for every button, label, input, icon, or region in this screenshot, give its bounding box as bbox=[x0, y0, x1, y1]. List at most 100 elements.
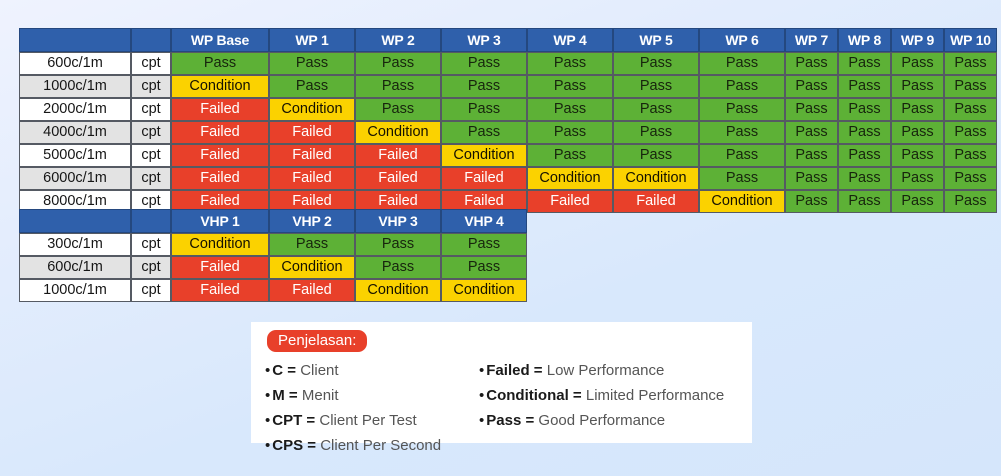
wp-status-cell-pass: Pass bbox=[527, 144, 613, 167]
wp-column-header: WP Base bbox=[171, 28, 269, 52]
wp-status-cell-fail: Failed bbox=[613, 190, 699, 213]
vhp-status-cell-pass: Pass bbox=[441, 233, 527, 256]
wp-status-cell-cond: Condition bbox=[527, 167, 613, 190]
wp-status-cell-pass: Pass bbox=[891, 167, 944, 190]
wp-status-cell-pass: Pass bbox=[441, 98, 527, 121]
legend-equals: = bbox=[521, 412, 539, 429]
wp-row-load-label: 6000c/1m bbox=[19, 167, 131, 190]
wp-row-unit-label: cpt bbox=[131, 121, 171, 144]
legend-definition: Client bbox=[300, 362, 339, 379]
wp-status-cell-pass: Pass bbox=[838, 144, 891, 167]
legend-panel: Penjelasan: •C = Client•M = Menit•CPT = … bbox=[251, 322, 752, 454]
wp-status-cell-cond: Condition bbox=[269, 98, 355, 121]
legend-title-badge: Penjelasan: bbox=[267, 330, 368, 353]
legend-item: •Pass = Good Performance bbox=[479, 408, 741, 433]
vhp-status-cell-cond: Condition bbox=[269, 256, 355, 279]
wp-status-cell-pass: Pass bbox=[527, 75, 613, 98]
wp-status-cell-pass: Pass bbox=[944, 52, 997, 75]
wp-status-cell-pass: Pass bbox=[699, 75, 785, 98]
wp-status-cell-pass: Pass bbox=[838, 52, 891, 75]
wp-status-cell-fail: Failed bbox=[269, 121, 355, 144]
legend-equals: = bbox=[568, 387, 586, 404]
wp-status-cell-pass: Pass bbox=[838, 167, 891, 190]
legend-term: Failed bbox=[486, 362, 530, 379]
wp-status-cell-fail: Failed bbox=[269, 144, 355, 167]
wp-status-cell-fail: Failed bbox=[171, 144, 269, 167]
wp-status-cell-cond: Condition bbox=[355, 121, 441, 144]
wp-header-blank-2 bbox=[131, 28, 171, 52]
wp-status-cell-pass: Pass bbox=[785, 52, 838, 75]
vhp-row-load-label: 300c/1m bbox=[19, 233, 131, 256]
wp-row-unit-label: cpt bbox=[131, 75, 171, 98]
wp-column-header: WP 8 bbox=[838, 28, 891, 52]
wp-status-cell-fail: Failed bbox=[441, 167, 527, 190]
wp-status-cell-fail: Failed bbox=[171, 190, 269, 213]
wp-status-cell-cond: Condition bbox=[613, 167, 699, 190]
wp-row-load-label: 600c/1m bbox=[19, 52, 131, 75]
wp-column-header: WP 10 bbox=[944, 28, 997, 52]
wp-status-cell-pass: Pass bbox=[785, 167, 838, 190]
wp-header-blank-1 bbox=[19, 28, 131, 52]
wp-status-cell-pass: Pass bbox=[355, 98, 441, 121]
vhp-status-cell-cond: Condition bbox=[441, 279, 527, 302]
bullet-icon: • bbox=[265, 437, 271, 454]
wp-status-cell-cond: Condition bbox=[171, 75, 269, 98]
vhp-column-header: VHP 2 bbox=[269, 209, 355, 233]
wp-status-cell-pass: Pass bbox=[785, 144, 838, 167]
vhp-column-header: VHP 1 bbox=[171, 209, 269, 233]
legend-term: Pass bbox=[486, 412, 522, 429]
bullet-icon: • bbox=[479, 362, 485, 379]
vhp-status-cell-fail: Failed bbox=[269, 279, 355, 302]
vhp-row-unit-label: cpt bbox=[131, 233, 171, 256]
wp-column-header: WP 2 bbox=[355, 28, 441, 52]
wp-status-cell-fail: Failed bbox=[355, 167, 441, 190]
wp-row-unit-label: cpt bbox=[131, 190, 171, 213]
vhp-status-cell-pass: Pass bbox=[441, 256, 527, 279]
legend-equals: = bbox=[283, 362, 301, 379]
wp-status-cell-pass: Pass bbox=[613, 144, 699, 167]
wp-status-cell-pass: Pass bbox=[269, 52, 355, 75]
wp-status-cell-cond: Condition bbox=[699, 190, 785, 213]
wp-status-cell-pass: Pass bbox=[527, 98, 613, 121]
wp-status-cell-pass: Pass bbox=[613, 121, 699, 144]
wp-status-cell-pass: Pass bbox=[944, 75, 997, 98]
wp-status-cell-pass: Pass bbox=[355, 52, 441, 75]
wp-status-cell-fail: Failed bbox=[527, 190, 613, 213]
wp-status-cell-fail: Failed bbox=[171, 121, 269, 144]
legend-equals: = bbox=[302, 412, 320, 429]
legend-term: CPS bbox=[272, 437, 304, 454]
vhp-status-cell-fail: Failed bbox=[171, 279, 269, 302]
wp-status-cell-pass: Pass bbox=[891, 190, 944, 213]
wp-status-cell-pass: Pass bbox=[891, 52, 944, 75]
wp-status-cell-pass: Pass bbox=[613, 52, 699, 75]
wp-row-load-label: 5000c/1m bbox=[19, 144, 131, 167]
wp-column-header: WP 1 bbox=[269, 28, 355, 52]
wp-column-header: WP 4 bbox=[527, 28, 613, 52]
wp-status-cell-pass: Pass bbox=[171, 52, 269, 75]
wp-status-cell-pass: Pass bbox=[944, 167, 997, 190]
wp-status-cell-cond: Condition bbox=[441, 144, 527, 167]
wp-column-header: WP 5 bbox=[613, 28, 699, 52]
wp-status-cell-pass: Pass bbox=[838, 190, 891, 213]
vhp-row-load-label: 600c/1m bbox=[19, 256, 131, 279]
bullet-icon: • bbox=[479, 387, 485, 404]
legend-equals: = bbox=[284, 387, 302, 404]
wp-status-cell-pass: Pass bbox=[613, 98, 699, 121]
wp-row-load-label: 4000c/1m bbox=[19, 121, 131, 144]
legend-definition: Client Per Test bbox=[319, 412, 417, 429]
wp-row-load-label: 1000c/1m bbox=[19, 75, 131, 98]
wp-status-cell-fail: Failed bbox=[269, 167, 355, 190]
wp-status-cell-pass: Pass bbox=[944, 98, 997, 121]
vhp-status-cell-cond: Condition bbox=[171, 233, 269, 256]
wp-status-cell-pass: Pass bbox=[355, 75, 441, 98]
vhp-column-header: VHP 3 bbox=[355, 209, 441, 233]
